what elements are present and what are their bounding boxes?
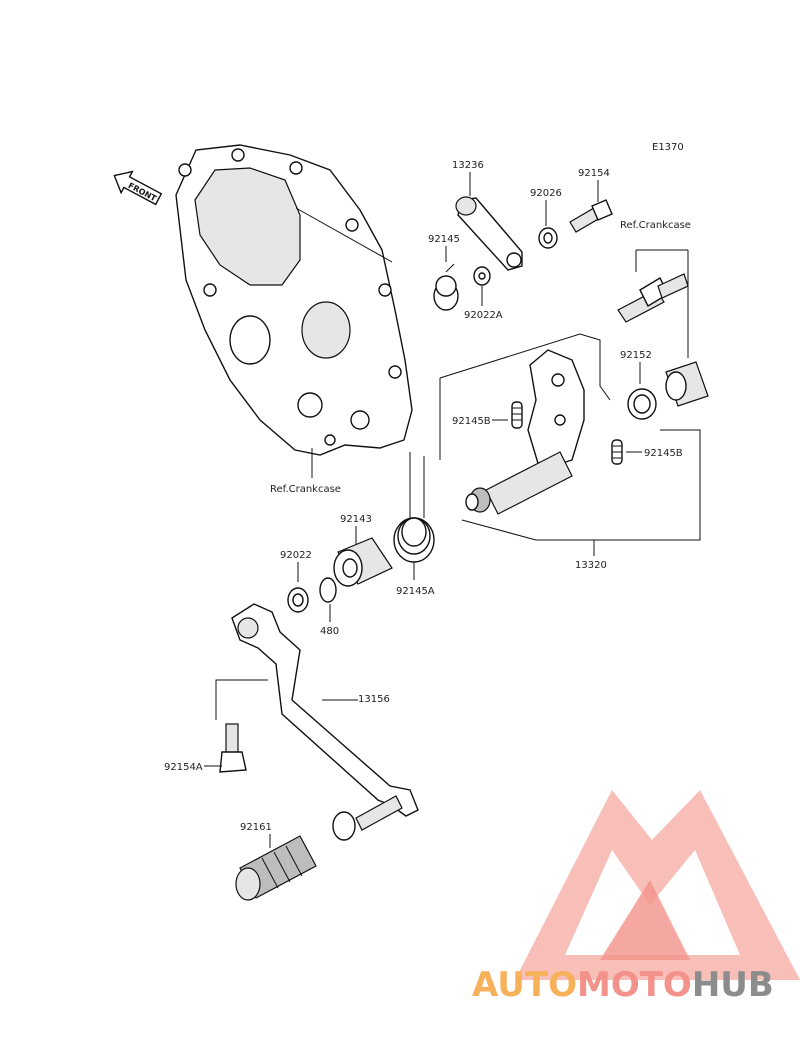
gear-pedal-13156-part (231, 603, 419, 841)
circlip-480-part (319, 577, 337, 603)
label-92022: 92022 (280, 550, 312, 561)
return-spring-92145a-part (393, 452, 435, 563)
spring-92145-part (433, 263, 459, 311)
watermark-word-hub: HUB (692, 965, 774, 1005)
watermark-word-auto: AUTO (472, 965, 577, 1005)
front-arrow-icon: FRONT (113, 170, 163, 206)
washer-92022-part (287, 587, 309, 613)
stud-shaft-part (617, 273, 689, 323)
bolt-92154-part (569, 199, 613, 233)
label-92154: 92154 (578, 168, 610, 179)
label-480: 480 (320, 626, 339, 637)
crankcase-cover-part (175, 144, 413, 456)
label-13156: 13156 (358, 694, 390, 705)
label-92154a: 92154A (164, 762, 203, 773)
label-92145b-right: 92145B (644, 448, 683, 459)
label-92143: 92143 (340, 514, 372, 525)
label-92145b-left: 92145B (452, 416, 491, 427)
washer-92026-part (538, 227, 558, 249)
label-92026: 92026 (530, 188, 562, 199)
label-92145: 92145 (428, 234, 460, 245)
label-92022a: 92022A (464, 310, 503, 321)
bolt-92154a-part (219, 723, 247, 773)
washer-92022a-part (473, 266, 491, 286)
spring-92145b-right-part (611, 439, 623, 465)
spring-92145b-left-part (511, 401, 523, 429)
label-13320: 13320 (575, 560, 607, 571)
label-13236: 13236 (452, 160, 484, 171)
label-ref-crankcase-bottom: Ref.Crankcase (270, 484, 341, 495)
shift-shaft-assembly-part (465, 349, 585, 515)
automotohub-logo (515, 790, 800, 980)
label-92145a: 92145A (396, 586, 435, 597)
needle-bearing-part (665, 361, 709, 407)
collar-92152-part (627, 388, 657, 420)
label-ref-crankcase-top: Ref.Crankcase (620, 220, 691, 231)
watermark-word-moto: MOTO (577, 965, 692, 1005)
diagram-code: E1370 (652, 142, 684, 153)
pedal-rubber-92161-part (235, 835, 317, 901)
watermark-text: AUTOMOTOHUB (472, 965, 774, 1005)
label-92161: 92161 (240, 822, 272, 833)
label-92152: 92152 (620, 350, 652, 361)
shift-arm-part (455, 196, 523, 271)
collar-92143-part (333, 537, 393, 587)
